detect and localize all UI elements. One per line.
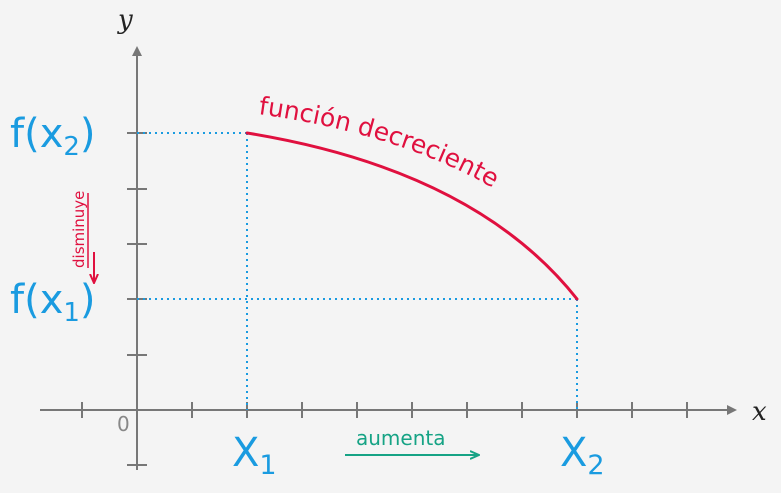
x-axis-letter: x [752,397,767,427]
increases-label: aumenta [356,426,446,450]
x2-label: X2 [560,430,605,481]
origin-label: 0 [117,412,130,436]
guide-lines [137,132,578,410]
f-x1-label: f(x1) [10,277,96,328]
x1-label: X1 [232,430,277,481]
decreases-label: disminuye [70,191,88,268]
f-x2-label: f(x2) [10,111,96,162]
y-axis-letter: y [117,5,133,35]
decreasing-curve [245,131,579,301]
